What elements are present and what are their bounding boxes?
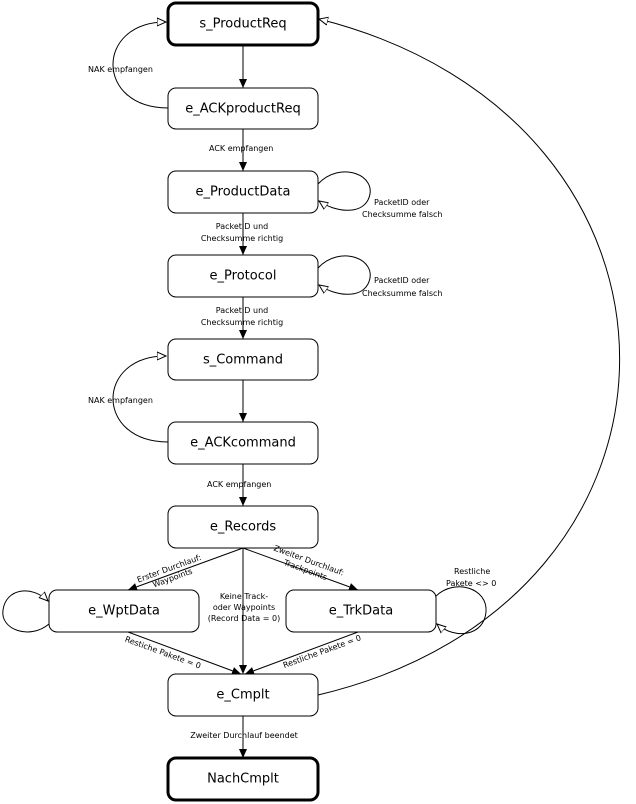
state-e-productdata: e_ProductData [167, 170, 319, 214]
state-label: s_ProductReq [199, 17, 286, 32]
edge-wptdata-self-loop [2, 590, 50, 633]
label-productdata-loop-1: PacketID oder [374, 198, 430, 207]
state-e-cmplt: e_Cmplt [167, 673, 319, 717]
state-e-trkdata: e_TrkData [285, 589, 437, 633]
label-productdata-ok-2: Checksumme richtig [201, 234, 283, 243]
edge-trkdata-to-cmplt [244, 631, 359, 675]
edge-wptdata-to-cmplt [127, 631, 242, 675]
edge-cmplt-to-productreq [318, 19, 620, 696]
label-protocol-loop-2: Checksumme falsch [362, 289, 442, 298]
edge-records-to-trkdata [242, 547, 359, 591]
state-label: e_WptData [88, 604, 160, 619]
label-trk-loop-2: Pakete <> 0 [446, 579, 496, 588]
state-e-ackproductreq: e_ACKproductReq [167, 87, 319, 130]
label-no-records-2: oder Waypoints [213, 603, 275, 612]
state-e-ackcommand: e_ACKcommand [167, 421, 319, 465]
label-protocol-loop-1: PacketID oder [374, 276, 430, 285]
state-label: e_Protocol [210, 269, 277, 284]
label-protocol-ok-1: PacketID und [216, 306, 268, 315]
state-e-protocol: e_Protocol [167, 254, 319, 298]
label-productdata-loop-2: Checksumme falsch [362, 210, 442, 219]
edge-nak-command-loop [112, 356, 169, 443]
edge-nak-productreq-loop [112, 22, 169, 109]
state-label: e_Cmplt [216, 688, 269, 703]
state-label: e_ACKcommand [190, 436, 296, 451]
label-ack-command: ACK empfangen [207, 480, 271, 489]
label-wpt-done: Restiche Pakete = 0 [124, 635, 202, 671]
label-no-records-3: (Record Data = 0) [208, 614, 280, 623]
edge-trkdata-self-loop [435, 586, 487, 634]
state-s-command: s_Command [167, 338, 319, 381]
edge-records-to-wptdata [127, 547, 244, 591]
label-productdata-ok-1: PacketID und [216, 222, 268, 231]
state-e-wptdata: e_WptData [48, 589, 200, 633]
state-label: s_Command [203, 353, 283, 368]
state-label: e_Records [210, 520, 276, 535]
state-s-productreq: s_ProductReq [166, 1, 320, 47]
label-trk-done: Restliche Pakete = 0 [282, 633, 363, 670]
label-nak-command: NAK empfangen [88, 396, 153, 405]
state-label: NachCmplt [207, 772, 279, 787]
state-label: e_ACKproductReq [185, 102, 300, 117]
label-second-pass-done: Zweiter Durchlauf beendet [190, 731, 298, 740]
state-e-records: e_Records [167, 505, 319, 549]
state-nachcmplt: NachCmplt [166, 756, 320, 802]
edge-productdata-self-loop [317, 171, 371, 211]
edge-protocol-self-loop [317, 255, 371, 295]
state-label: e_ProductData [196, 185, 291, 200]
state-label: e_TrkData [329, 604, 393, 619]
label-no-records-1: Keine Track- [220, 592, 268, 601]
label-trk-loop-1: Restliche [454, 567, 490, 576]
label-ack-productreq: ACK empfangen [209, 144, 273, 153]
label-protocol-ok-2: Checksumme richtig [201, 318, 283, 327]
label-nak-productreq: NAK empfangen [88, 65, 153, 74]
